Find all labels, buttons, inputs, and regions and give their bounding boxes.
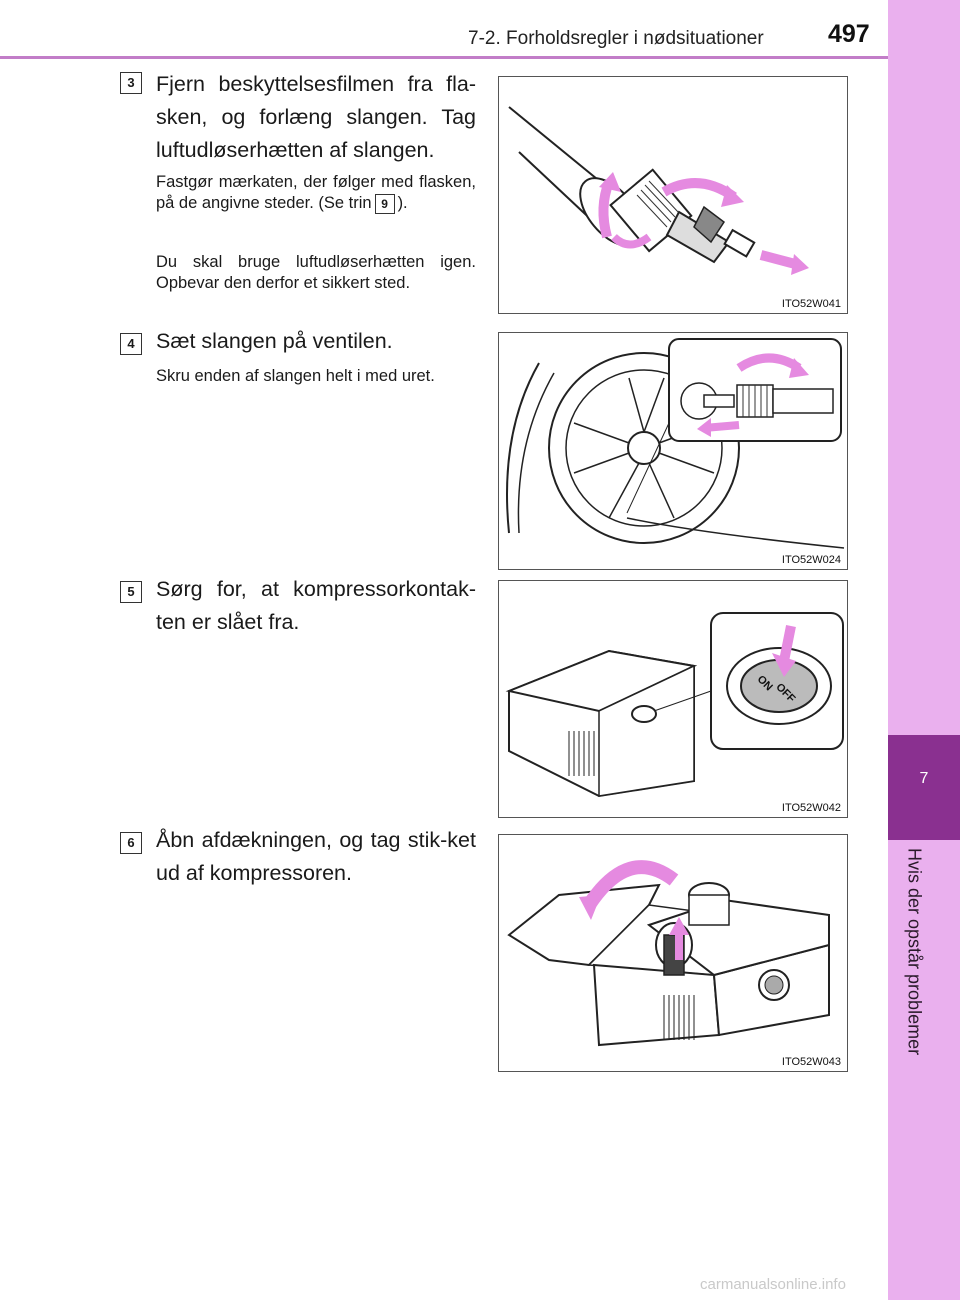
figure-code: ITO52W024 bbox=[779, 554, 843, 566]
section-title: 7-2. Forholdsregler i nødsituationer bbox=[468, 28, 764, 49]
chapter-title: Hvis der opstår problemer bbox=[902, 848, 926, 1178]
page-number: 497 bbox=[828, 20, 870, 48]
step-number-5: 5 bbox=[120, 581, 142, 603]
step-4-text: Sæt slangen på ventilen. bbox=[156, 329, 393, 353]
figure-hose-cap: ITO52W041 bbox=[498, 76, 848, 314]
chapter-title-text: Hvis der opstår problemer bbox=[904, 848, 925, 1056]
step-number-4: 4 bbox=[120, 333, 142, 355]
figure-code: ITO52W041 bbox=[779, 298, 843, 310]
chapter-number: 7 bbox=[919, 770, 929, 787]
figure-valve: ITO52W024 bbox=[498, 332, 848, 570]
step-reference-9[interactable]: 9 bbox=[374, 193, 395, 214]
step-3-note-1: Fastgør mærkaten, der følger med flasken… bbox=[156, 172, 476, 214]
step-3-note-1-text: Fastgør mærkaten, der følger med flasken… bbox=[156, 173, 476, 212]
step-3-note-1-end: ). bbox=[397, 194, 408, 212]
step-3-text: Fjern beskyttelsesfilmen fra fla-sken, o… bbox=[156, 72, 476, 162]
figure-compressor-switch: ON OFF ITO52W042 bbox=[498, 580, 848, 818]
figure-compressor-open: ITO52W043 bbox=[498, 834, 848, 1072]
compressor-switch-illustration: ON OFF bbox=[505, 612, 844, 798]
chapter-side-tab bbox=[888, 0, 960, 1300]
watermark: carmanualsonline.info bbox=[700, 1276, 846, 1293]
figure-code: ITO52W043 bbox=[779, 1056, 843, 1068]
step-5-text: Sørg for, at kompressorkontak-ten er slå… bbox=[156, 577, 476, 634]
step-number-3: 3 bbox=[120, 72, 142, 94]
step-number-6: 6 bbox=[120, 832, 142, 854]
step-6-text: Åbn afdækningen, og tag stik-ket ud af k… bbox=[156, 828, 476, 885]
header-divider bbox=[0, 56, 888, 59]
hose-cap-illustration bbox=[508, 106, 809, 275]
valve-illustration bbox=[506, 338, 845, 549]
compressor-open-illustration bbox=[507, 860, 830, 1047]
chapter-number-box bbox=[888, 735, 960, 840]
step-4-note-1: Skru enden af slangen helt i med uret. bbox=[156, 367, 435, 385]
step-3-note-2: Du skal bruge luftudløserhætten igen. Op… bbox=[156, 253, 476, 292]
figure-code: ITO52W042 bbox=[779, 802, 843, 814]
